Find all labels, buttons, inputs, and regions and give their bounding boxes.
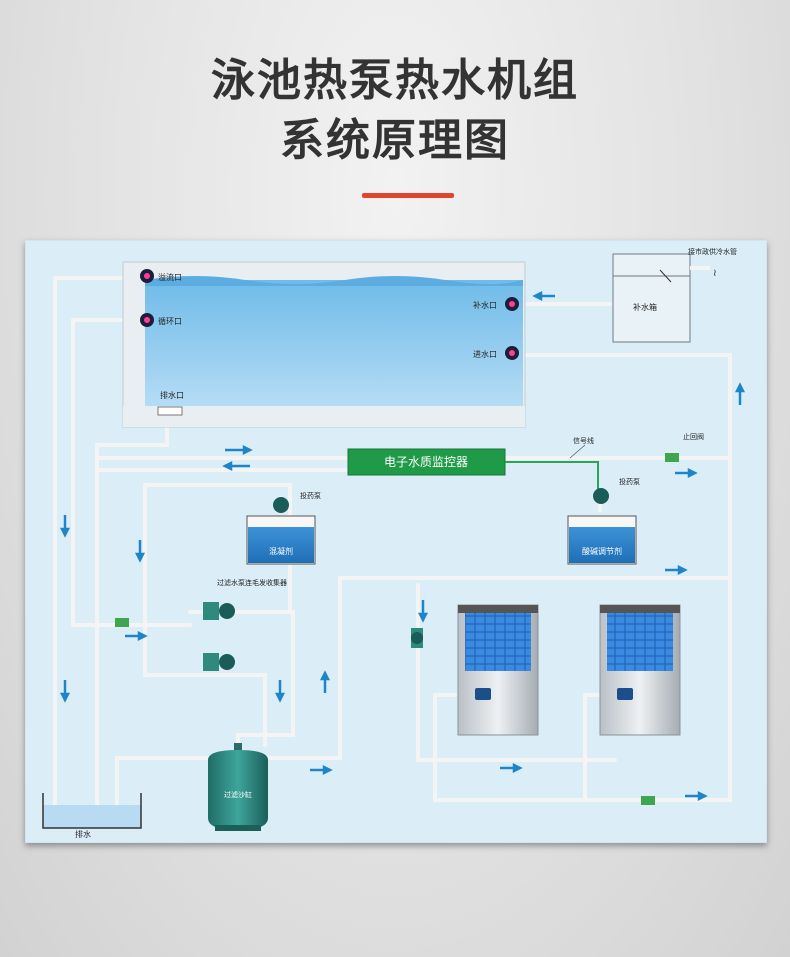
filter-pump-1: [203, 602, 235, 620]
swimming-pool: [122, 261, 526, 428]
label-filter-pump: 过滤水泵连毛发收集器: [217, 578, 287, 587]
label-overflow-port: 溢流口: [158, 272, 182, 282]
drain-basin: [42, 793, 142, 829]
svg-text:≀: ≀: [713, 268, 717, 279]
water-quality-controller: 电子水质监控器: [347, 448, 506, 476]
dosing-pump-right: [593, 488, 609, 504]
label-check-valve: 止回阀: [683, 432, 704, 441]
sand-filter: [208, 743, 268, 831]
label-makeup-tank: 补水箱: [633, 302, 657, 312]
heat-pump-unit-2: [599, 604, 681, 736]
flow-arrows: [59, 290, 746, 802]
system-diagram: 溢流口 循环口 排水口 补水口 进水口 补水箱 接市政供冷水管 ≀ 电子水质监控…: [25, 240, 767, 843]
signal-line: [505, 461, 599, 490]
label-dosing-pump-right: 投药泵: [619, 477, 640, 486]
coagulant-tank: [246, 515, 316, 565]
makeup-tank: [612, 253, 691, 343]
svg-text:电子水质监控器: 电子水质监控器: [384, 455, 468, 469]
label-city-water: 接市政供冷水管: [688, 247, 737, 256]
title-underline: [362, 193, 454, 198]
label-makeup-port: 补水口: [473, 300, 497, 310]
pool-ports: [140, 269, 519, 416]
page-title-line2: 系统原理图: [280, 115, 510, 166]
circulation-pump-units: [411, 628, 423, 648]
valve-green-bottom: [641, 796, 655, 805]
label-circulation-port: 循环口: [158, 316, 182, 326]
label-sand-filter: 过滤沙缸: [224, 790, 252, 799]
label-dosing-pump-left: 投药泵: [300, 491, 321, 500]
label-inlet-port: 进水口: [473, 349, 497, 359]
dosing-pump-left: [273, 497, 289, 513]
label-coagulant: 混凝剂: [269, 546, 293, 556]
label-drain: 排水: [75, 829, 91, 839]
check-valve: [665, 453, 679, 462]
label-signal-line: 信号线: [573, 436, 594, 445]
heat-pump-unit-1: [457, 604, 539, 736]
filter-pump-2: [203, 653, 235, 671]
valve-green-left: [115, 618, 129, 627]
page-title-line1: 泳池热泵热水机组: [211, 55, 579, 106]
ph-adjuster-tank: [567, 515, 637, 565]
label-ph-adjuster: 酸碱调节剂: [582, 546, 622, 556]
label-drain-port: 排水口: [160, 390, 184, 400]
